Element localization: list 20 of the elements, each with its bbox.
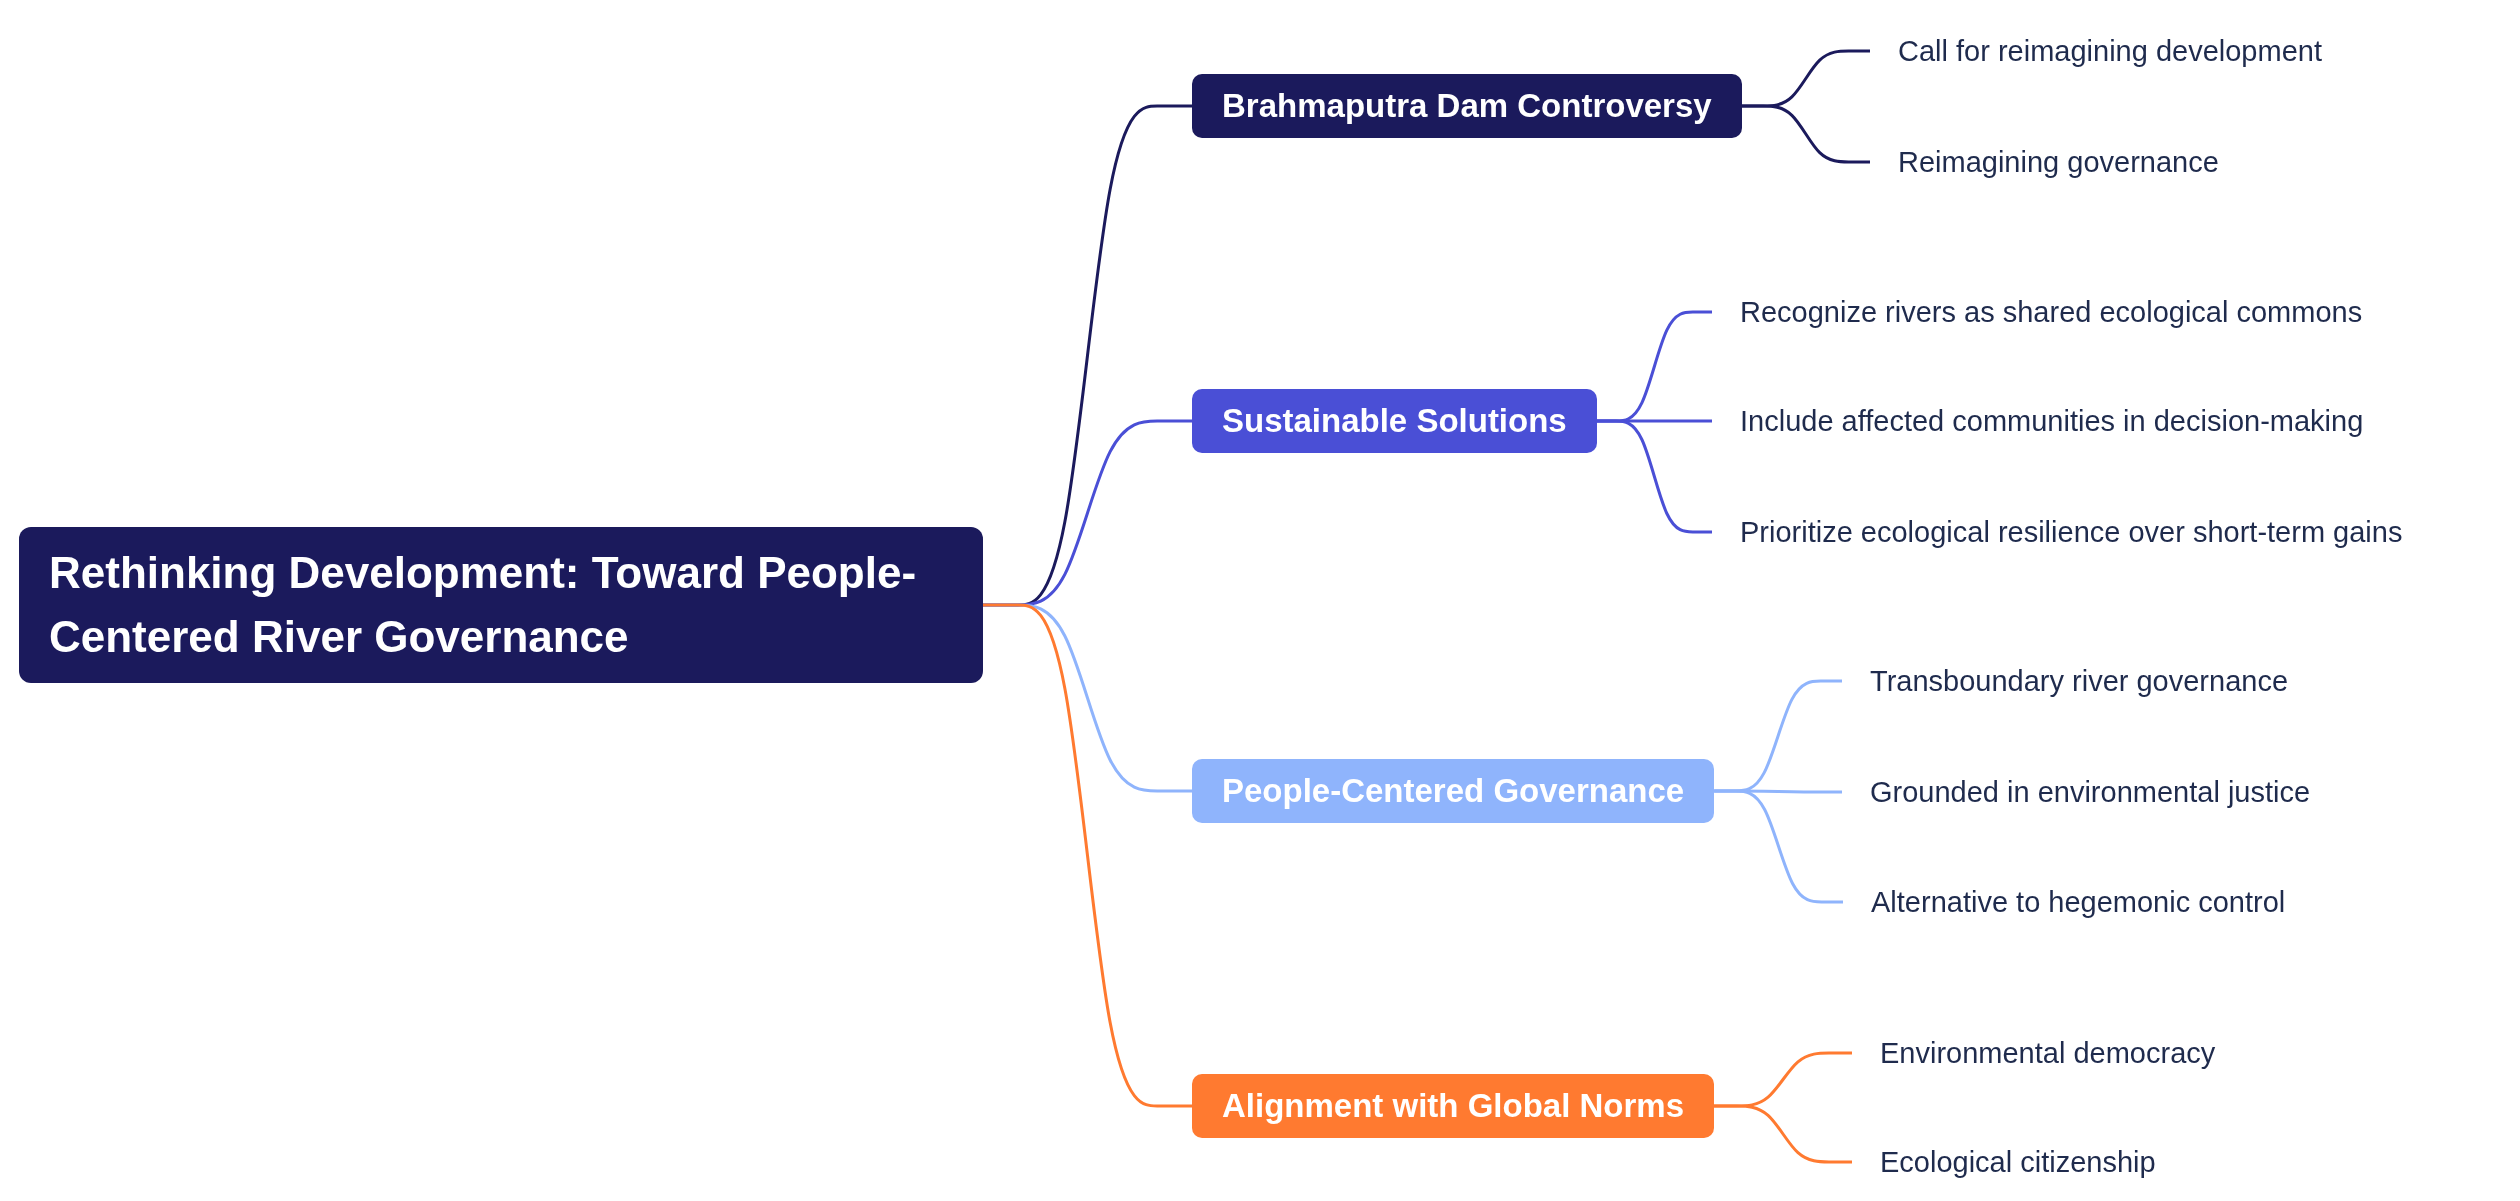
connector-line [1714,1104,1852,1164]
connector-line [983,603,1192,1108]
subtopic-text: Prioritize ecological resilience over short-term gains [1712,509,2403,555]
subtopic-text: Transboundary river governance [1842,658,2289,704]
connector-line [1714,789,1843,904]
root-topic-box: Rethinking Development: Toward People-Centered River Governance [19,527,983,683]
branch-topic-box: Alignment with Global Norms [1192,1074,1715,1138]
subtopic-text: Include affected communities in decision-making [1712,398,2364,444]
connector-line [1596,419,1712,534]
subtopic-text: Recognize rivers as shared ecological commons [1712,289,2363,335]
subtopic-text: Reimagining governance [1870,139,2219,185]
branch-topic-box: Brahmaputra Dam Controversy [1192,74,1742,138]
subtopic-text: Call for reimagining development [1870,28,2322,74]
connector-line [1741,104,1870,164]
branch-topic-box: People-Centered Governance [1192,759,1715,823]
subtopic-text: Alternative to hegemonic control [1843,879,2286,925]
subtopic-text: Grounded in environmental justice [1842,769,2311,815]
branch-topic-box: Sustainable Solutions [1192,389,1597,453]
subtopic-text: Environmental democracy [1852,1030,2216,1076]
subtopic-text: Ecological citizenship [1852,1139,2156,1185]
